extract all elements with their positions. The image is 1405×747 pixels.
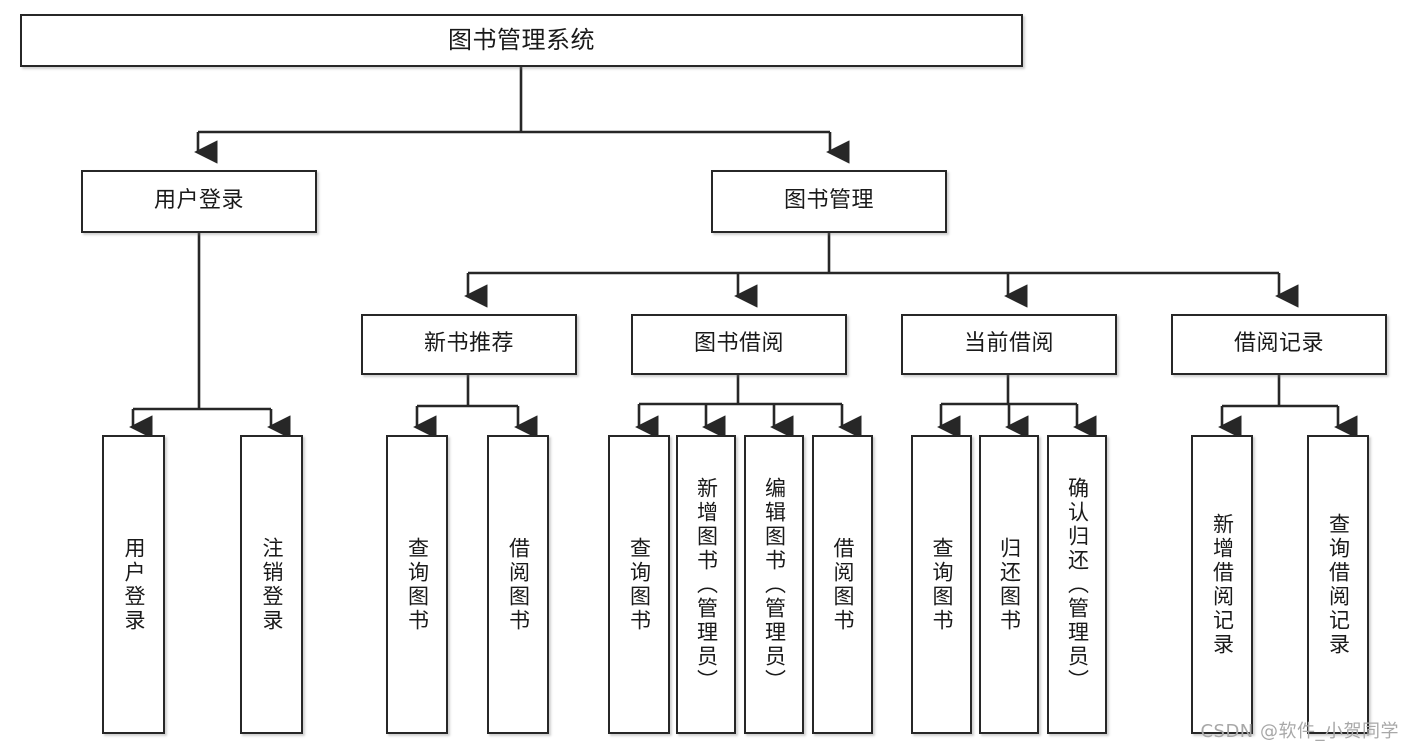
leaf-query-books-recommend[interactable]: 查询图书 bbox=[386, 435, 448, 734]
node-borrow-records[interactable]: 借阅记录 bbox=[1171, 314, 1387, 375]
leaf-user-login[interactable]: 用户登录 bbox=[102, 435, 165, 734]
node-label: 查询图书 bbox=[405, 536, 430, 633]
node-label: 查询借阅记录 bbox=[1326, 512, 1351, 657]
node-new-book-recommend[interactable]: 新书推荐 bbox=[361, 314, 577, 375]
leaf-logout[interactable]: 注销登录 bbox=[240, 435, 303, 734]
watermark-text: CSDN @软件_小贺同学 bbox=[1200, 721, 1399, 742]
node-label: 查询图书 bbox=[627, 536, 652, 633]
node-label: 用户登录 bbox=[153, 188, 244, 214]
node-root-system[interactable]: 图书管理系统 bbox=[20, 14, 1023, 67]
node-label: 编辑图书（管理员） bbox=[762, 476, 787, 693]
node-label: 新书推荐 bbox=[423, 331, 514, 357]
node-label: 确认归还（管理员） bbox=[1065, 476, 1090, 693]
node-label: 新增借阅记录 bbox=[1210, 512, 1235, 657]
node-label: 注销登录 bbox=[260, 536, 284, 633]
leaf-borrow-books[interactable]: 借阅图书 bbox=[812, 435, 873, 734]
node-label: 借阅图书 bbox=[506, 536, 531, 633]
node-label: 借阅记录 bbox=[1233, 331, 1324, 357]
leaf-query-borrow-record[interactable]: 查询借阅记录 bbox=[1307, 435, 1369, 734]
leaf-query-books-current[interactable]: 查询图书 bbox=[911, 435, 972, 734]
leaf-confirm-return-admin[interactable]: 确认归还（管理员） bbox=[1047, 435, 1107, 734]
node-label: 借阅图书 bbox=[831, 536, 855, 633]
node-user-login[interactable]: 用户登录 bbox=[81, 170, 317, 233]
leaf-edit-book-admin[interactable]: 编辑图书（管理员） bbox=[744, 435, 804, 734]
node-book-management[interactable]: 图书管理 bbox=[711, 170, 947, 233]
node-label: 归还图书 bbox=[997, 536, 1022, 633]
node-label: 当前借阅 bbox=[963, 331, 1054, 357]
node-current-borrow[interactable]: 当前借阅 bbox=[901, 314, 1117, 375]
leaf-query-books-borrow[interactable]: 查询图书 bbox=[608, 435, 670, 734]
node-label: 图书管理系统 bbox=[448, 26, 595, 55]
leaf-add-book-admin[interactable]: 新增图书（管理员） bbox=[676, 435, 736, 734]
leaf-add-borrow-record[interactable]: 新增借阅记录 bbox=[1191, 435, 1253, 734]
node-label: 图书管理 bbox=[783, 188, 874, 214]
leaf-borrow-books-recommend[interactable]: 借阅图书 bbox=[487, 435, 549, 734]
node-label: 查询图书 bbox=[930, 536, 954, 633]
node-book-borrow[interactable]: 图书借阅 bbox=[631, 314, 847, 375]
leaf-return-books[interactable]: 归还图书 bbox=[979, 435, 1039, 734]
node-label: 用户登录 bbox=[122, 536, 146, 633]
node-label: 图书借阅 bbox=[693, 331, 784, 357]
node-label: 新增图书（管理员） bbox=[694, 476, 719, 693]
